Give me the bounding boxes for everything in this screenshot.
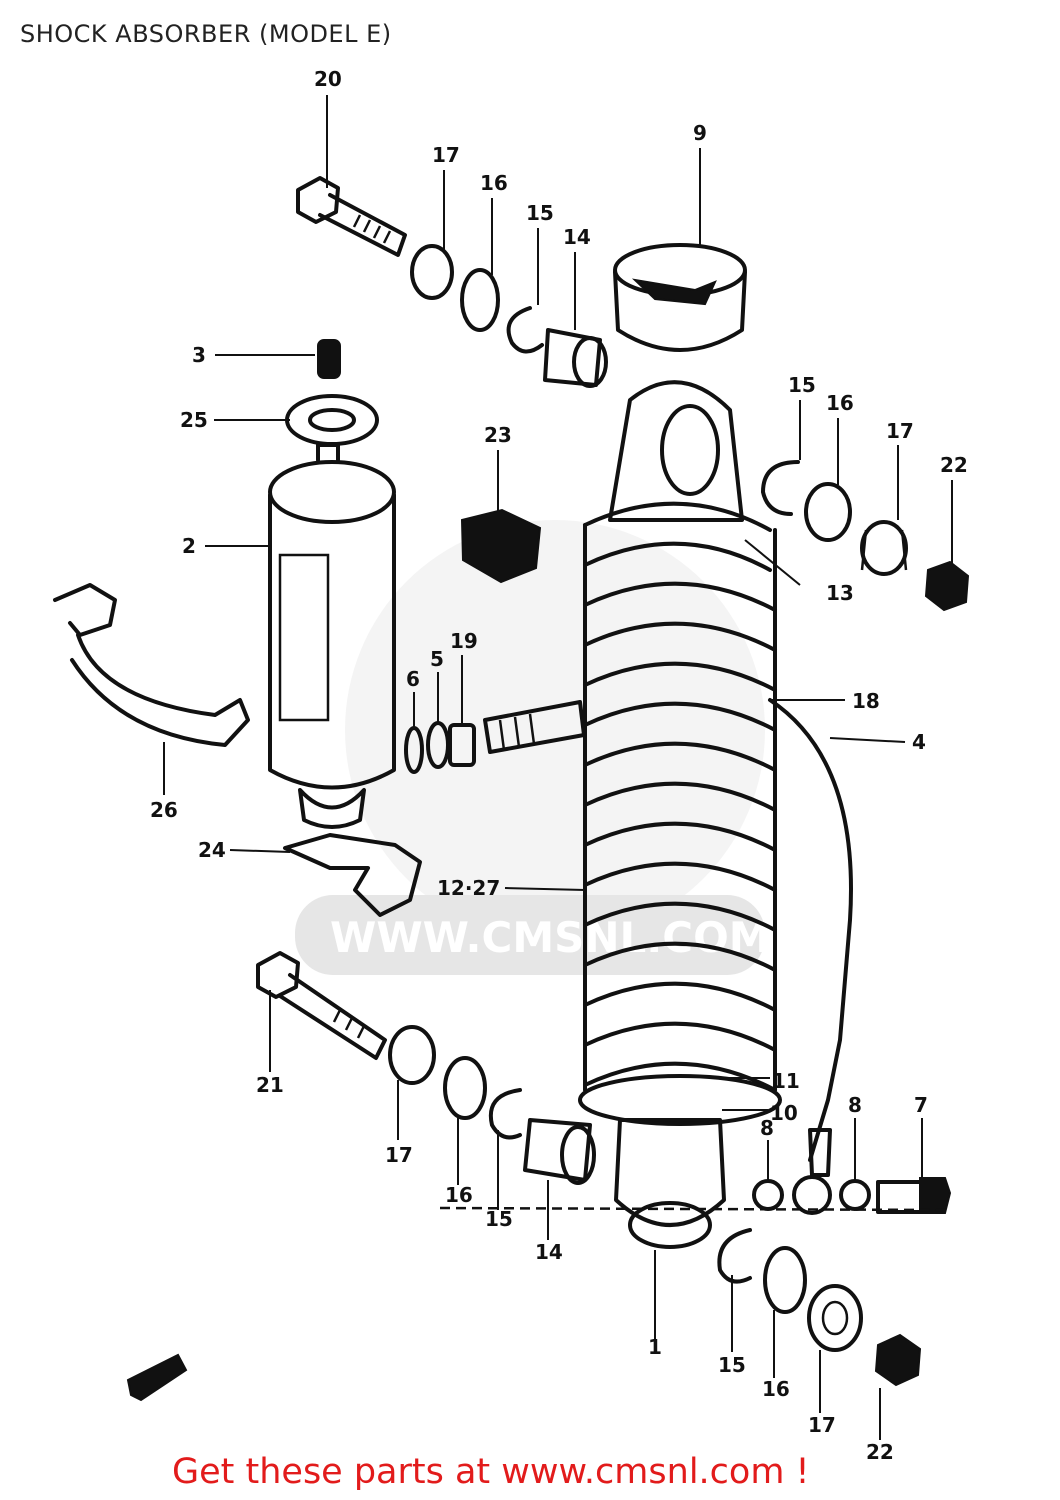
callout-11: 11 — [772, 1069, 800, 1093]
part-14-spacer-upper[interactable] — [543, 328, 608, 388]
part-8-washer-right[interactable] — [839, 1179, 871, 1211]
callout-16-right: 16 — [826, 391, 854, 415]
callout-17-right: 17 — [886, 419, 914, 443]
part-8-washer-left[interactable] — [752, 1179, 784, 1211]
callout-15-lower: 15 — [485, 1207, 513, 1231]
callout-3: 3 — [192, 343, 206, 367]
part-22-nut-right-upper[interactable] — [924, 560, 970, 612]
part-15-circlip-lower-right[interactable] — [717, 1228, 752, 1284]
callout-17-lower: 17 — [385, 1143, 413, 1167]
callout-16-lower: 16 — [445, 1183, 473, 1207]
callout-9: 9 — [693, 121, 707, 145]
part-banjo-fitting[interactable] — [792, 1128, 832, 1215]
part-24-bracket[interactable] — [283, 833, 422, 917]
part-3-valve-cap[interactable] — [317, 339, 341, 379]
part-17-collar-lower-left[interactable] — [388, 1025, 436, 1085]
part-4-hose[interactable] — [768, 698, 853, 1162]
callout-4: 4 — [912, 730, 926, 754]
callout-23: 23 — [484, 423, 512, 447]
callout-15-bottom: 15 — [718, 1353, 746, 1377]
part-15-circlip-lower-left[interactable] — [488, 1088, 522, 1140]
part-12-27-spring[interactable] — [578, 501, 782, 1126]
callout-21: 21 — [256, 1073, 284, 1097]
part-2-reservoir[interactable] — [268, 443, 396, 829]
callout-15-right: 15 — [788, 373, 816, 397]
callout-14-lower: 14 — [535, 1240, 563, 1264]
callout-14: 14 — [563, 225, 591, 249]
part-20-upper-bolt[interactable] — [296, 176, 407, 257]
callout-16: 16 — [480, 171, 508, 195]
callout-24: 24 — [198, 838, 226, 862]
callout-labels: 20 17 16 15 14 9 3 25 23 15 16 17 22 2 1… — [150, 67, 968, 1464]
callout-7: 7 — [914, 1093, 928, 1117]
callout-20: 20 — [314, 67, 342, 91]
callout-12-27: 12·27 — [437, 876, 500, 900]
callout-17: 17 — [432, 143, 460, 167]
callout-16-bottom: 16 — [762, 1377, 790, 1401]
callout-2: 2 — [182, 534, 196, 558]
callout-5: 5 — [430, 647, 444, 671]
part-14-spacer-lower[interactable] — [523, 1118, 596, 1185]
part-16-bearing-lower-left[interactable] — [443, 1056, 487, 1120]
callout-18: 18 — [852, 689, 880, 713]
part-16-bearing-lower-right[interactable] — [763, 1246, 807, 1314]
leader-lines — [163, 95, 953, 1440]
callout-25: 25 — [180, 408, 208, 432]
callout-22-lower: 22 — [866, 1440, 894, 1464]
callout-10: 10 — [770, 1101, 798, 1125]
part-15-circlip-upper[interactable] — [506, 306, 544, 354]
part-7-banjo-bolt[interactable] — [876, 1177, 952, 1214]
callout-15: 15 — [526, 201, 554, 225]
part-26-clamp-band[interactable] — [53, 583, 250, 747]
part-22-nut-lower-right[interactable] — [874, 1333, 922, 1387]
part-16-bearing-upper[interactable] — [460, 268, 500, 332]
part-15-circlip-right-upper[interactable] — [761, 460, 800, 516]
part-17-collar-lower-right[interactable] — [807, 1284, 863, 1352]
callout-8-left: 8 — [760, 1116, 774, 1140]
footer-parts-link[interactable]: Get these parts at www.cmsnl.com ! — [172, 1452, 810, 1492]
front-direction-arrow — [126, 1353, 188, 1402]
callout-8-right: 8 — [848, 1093, 862, 1117]
part-16-bearing-right-upper[interactable] — [804, 482, 852, 542]
part-17-collar-right-upper[interactable] — [860, 520, 908, 576]
part-23-rubber-block[interactable] — [460, 508, 542, 584]
callout-17-bottom: 17 — [808, 1413, 836, 1437]
callout-19: 19 — [450, 629, 478, 653]
callout-6: 6 — [406, 667, 420, 691]
watermark-text: WWW.CMSNL.COM — [330, 913, 771, 962]
part-9-top-cap[interactable] — [613, 243, 747, 352]
part-17-collar-upper[interactable] — [410, 244, 454, 300]
callout-22-upper: 22 — [940, 453, 968, 477]
part-1-shock-body[interactable] — [608, 380, 744, 1249]
callout-1: 1 — [648, 1335, 662, 1359]
callout-26: 26 — [150, 798, 178, 822]
part-21-lower-bolt[interactable] — [256, 951, 387, 1060]
callout-13: 13 — [826, 581, 854, 605]
part-25-washer[interactable] — [285, 394, 379, 446]
diagram-title: SHOCK ABSORBER (MODEL E) — [20, 20, 392, 48]
